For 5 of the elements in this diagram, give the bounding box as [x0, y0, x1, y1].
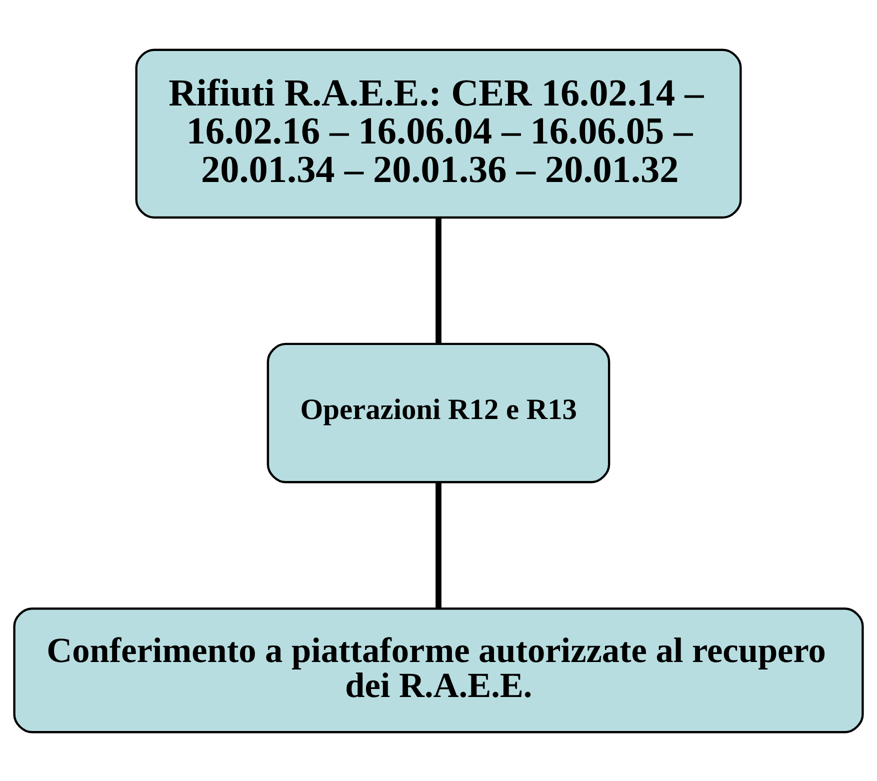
node-box: Operazioni R12 e R13	[266, 342, 610, 483]
connector	[436, 217, 442, 344]
node-box: Rifiuti R.A.E.E.: CER 16.02.14 – 16.02.16 – 16.06.04 – 16.06.05 – 20.01.34 – 20.01.36 – 20.01.32	[135, 48, 742, 218]
node-box: Conferimento a piattaforme autorizzate al recupero dei R.A.E.E.	[13, 607, 864, 733]
connector	[436, 482, 442, 608]
